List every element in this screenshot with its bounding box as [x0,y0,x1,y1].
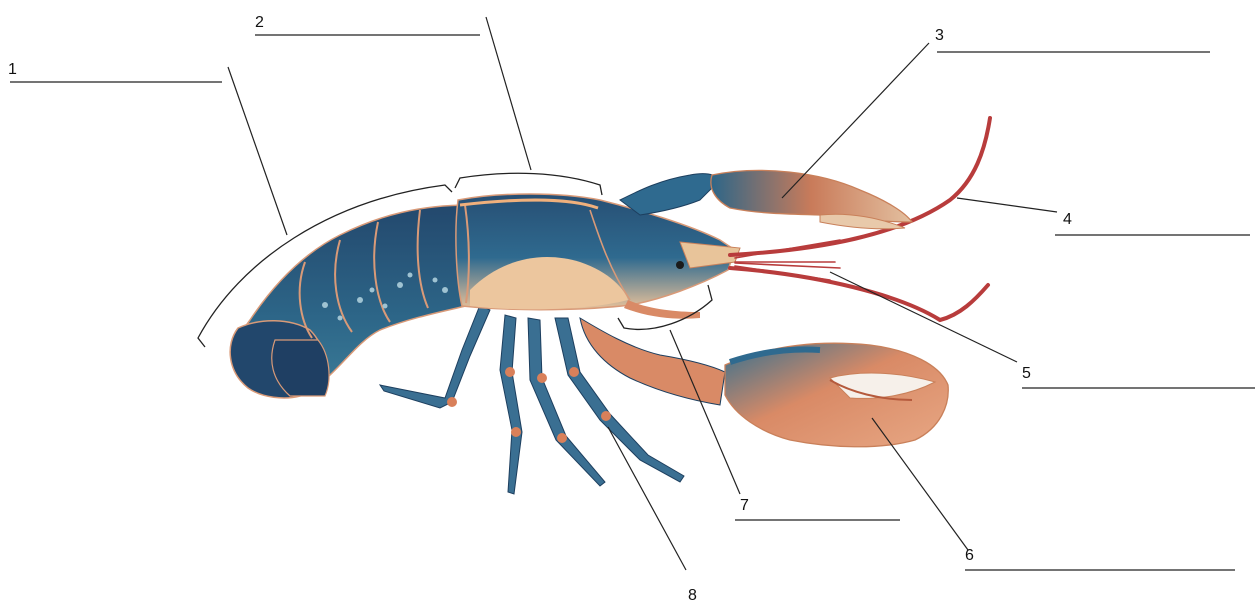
leader-4 [957,198,1057,212]
walking-legs [380,305,684,494]
leader-7 [670,330,740,494]
label-8: 8 [688,587,697,604]
label-6: 6 [965,547,974,564]
abdomen [230,205,470,398]
leader-1 [228,67,287,235]
label-2: 2 [255,14,264,31]
label-3: 3 [935,27,944,44]
lobster-illustration [230,118,990,494]
carapace-bracket [455,173,602,195]
label-1: 1 [8,61,17,78]
label-7: 7 [740,497,749,514]
crusher-claw [580,318,948,447]
carapace [456,194,740,310]
leader-2 [486,17,531,170]
label-5: 5 [1022,365,1031,382]
label-4: 4 [1063,211,1072,228]
leader-3 [782,43,929,198]
leader-8 [608,427,686,570]
